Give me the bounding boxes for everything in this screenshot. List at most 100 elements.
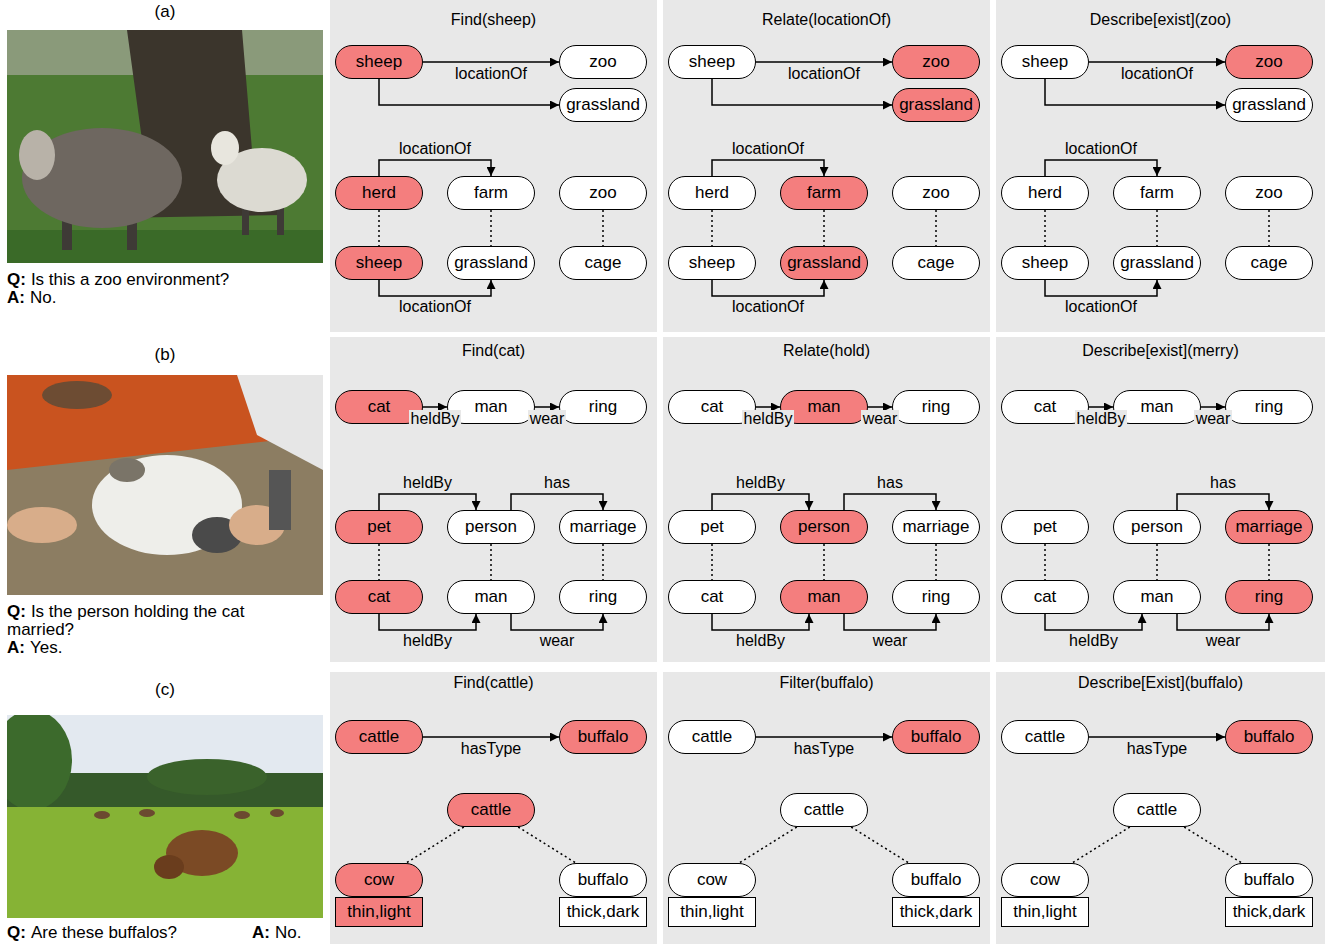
cat-body xyxy=(92,455,242,555)
node-label: cattle xyxy=(804,800,845,820)
relation-arrow xyxy=(1045,280,1157,296)
concept-node: zoo xyxy=(1225,176,1313,210)
node-label: grassland xyxy=(787,253,861,273)
node-label: person xyxy=(465,517,517,537)
edge-label: wear xyxy=(861,410,900,428)
shirt xyxy=(237,375,323,470)
concept-node: herd xyxy=(668,176,756,210)
concept-node: cattle xyxy=(1001,720,1089,754)
field xyxy=(7,807,323,918)
node-label: zoo xyxy=(922,183,949,203)
cow xyxy=(234,811,250,819)
dotted-link xyxy=(490,210,492,246)
attribute-box: thin,light xyxy=(335,897,423,927)
relation-arrow xyxy=(756,406,780,408)
node-label: marriage xyxy=(569,517,636,537)
module-panel: Relate(locationOf)sheepzoograsslandherdf… xyxy=(663,0,990,332)
module-panel: Describe[exist](merry)catmanringpetperso… xyxy=(996,337,1325,662)
concept-node: pet xyxy=(1001,510,1089,544)
edge-label: locationOf xyxy=(730,140,806,158)
node-label: thick,dark xyxy=(1233,902,1306,922)
dotted-link xyxy=(518,827,576,863)
dotted-link xyxy=(935,210,937,246)
node-label: ring xyxy=(589,397,617,417)
dotted-link xyxy=(1156,210,1158,246)
qa-prefix: A: xyxy=(7,288,25,307)
dotted-link xyxy=(1156,544,1158,580)
node-label: man xyxy=(474,587,507,607)
node-label: cage xyxy=(585,253,622,273)
module-title: Describe[exist](zoo) xyxy=(996,11,1325,29)
relation-arrow xyxy=(712,160,824,176)
relation-arrow xyxy=(868,406,892,408)
dotted-link xyxy=(378,544,380,580)
edge-label: locationOf xyxy=(1063,140,1139,158)
panel-letter-line: (c) xyxy=(0,681,330,699)
node-label: buffalo xyxy=(578,870,629,890)
node-label: person xyxy=(1131,517,1183,537)
dotted-link xyxy=(1268,544,1270,580)
dotted-link xyxy=(490,544,492,580)
sheep-head xyxy=(211,131,239,165)
edge-label: wear xyxy=(528,410,567,428)
qa-line: A:Yes. xyxy=(7,639,297,657)
node-label: ring xyxy=(589,587,617,607)
concept-node: ring xyxy=(892,580,980,614)
node-label: grassland xyxy=(1120,253,1194,273)
node-label: pet xyxy=(1033,517,1057,537)
dotted-link xyxy=(1044,544,1046,580)
photo-cat xyxy=(7,375,323,595)
panel-letter-line: (b) xyxy=(0,346,330,364)
concept-node: farm xyxy=(447,176,535,210)
qa-line: Q:Is the person holding the cat married? xyxy=(7,603,297,639)
module-title: Find(cat) xyxy=(330,342,657,360)
concept-node: grassland xyxy=(1113,246,1201,280)
module-title: Filter(buffalo) xyxy=(663,674,990,692)
edge-label: hasType xyxy=(459,740,523,758)
concept-node: buffalo xyxy=(559,863,647,897)
edge-label: heldBy xyxy=(734,632,787,650)
concept-node: cattle xyxy=(335,720,423,754)
node-label: pet xyxy=(367,517,391,537)
concept-node: zoo xyxy=(892,45,980,79)
concept-node: pet xyxy=(668,510,756,544)
node-label: thick,dark xyxy=(567,902,640,922)
relation-arrow xyxy=(511,494,603,510)
edge-label: hasType xyxy=(1125,740,1189,758)
node-label: herd xyxy=(1028,183,1062,203)
relation-arrow xyxy=(535,406,559,408)
relation-arrow xyxy=(1045,160,1157,176)
cow xyxy=(139,809,155,817)
photo-cattle xyxy=(7,715,323,918)
relation-arrow xyxy=(756,61,892,63)
concept-node: person xyxy=(447,510,535,544)
cow xyxy=(270,809,284,817)
module-title: Describe[Exist](buffalo) xyxy=(996,674,1325,692)
dotted-link xyxy=(711,544,713,580)
concept-node: cat xyxy=(1001,580,1089,614)
concept-node: pet xyxy=(335,510,423,544)
node-label: man xyxy=(474,397,507,417)
module-title: Relate(hold) xyxy=(663,342,990,360)
concept-node: ring xyxy=(559,580,647,614)
lap xyxy=(7,435,323,595)
edge-label: heldBy xyxy=(734,474,787,492)
edge-label: hasType xyxy=(792,740,856,758)
concept-node: buffalo xyxy=(1225,720,1313,754)
concept-node: cattle xyxy=(1113,793,1201,827)
node-label: ring xyxy=(922,397,950,417)
concept-node: grassland xyxy=(892,88,980,122)
concept-node: cage xyxy=(559,246,647,280)
relation-arrow xyxy=(1201,406,1225,408)
node-label: cat xyxy=(368,587,391,607)
relation-arrow xyxy=(1089,61,1225,63)
concept-node: grassland xyxy=(447,246,535,280)
qa-text: No. xyxy=(30,288,56,307)
qa-text: Is the person holding the cat married? xyxy=(7,602,244,639)
node-label: thin,light xyxy=(1013,902,1076,922)
concept-node: man xyxy=(780,580,868,614)
concept-node: buffalo xyxy=(1225,863,1313,897)
concept-node: zoo xyxy=(1225,45,1313,79)
dotted-link xyxy=(1268,210,1270,246)
module-title: Find(sheep) xyxy=(330,11,657,29)
